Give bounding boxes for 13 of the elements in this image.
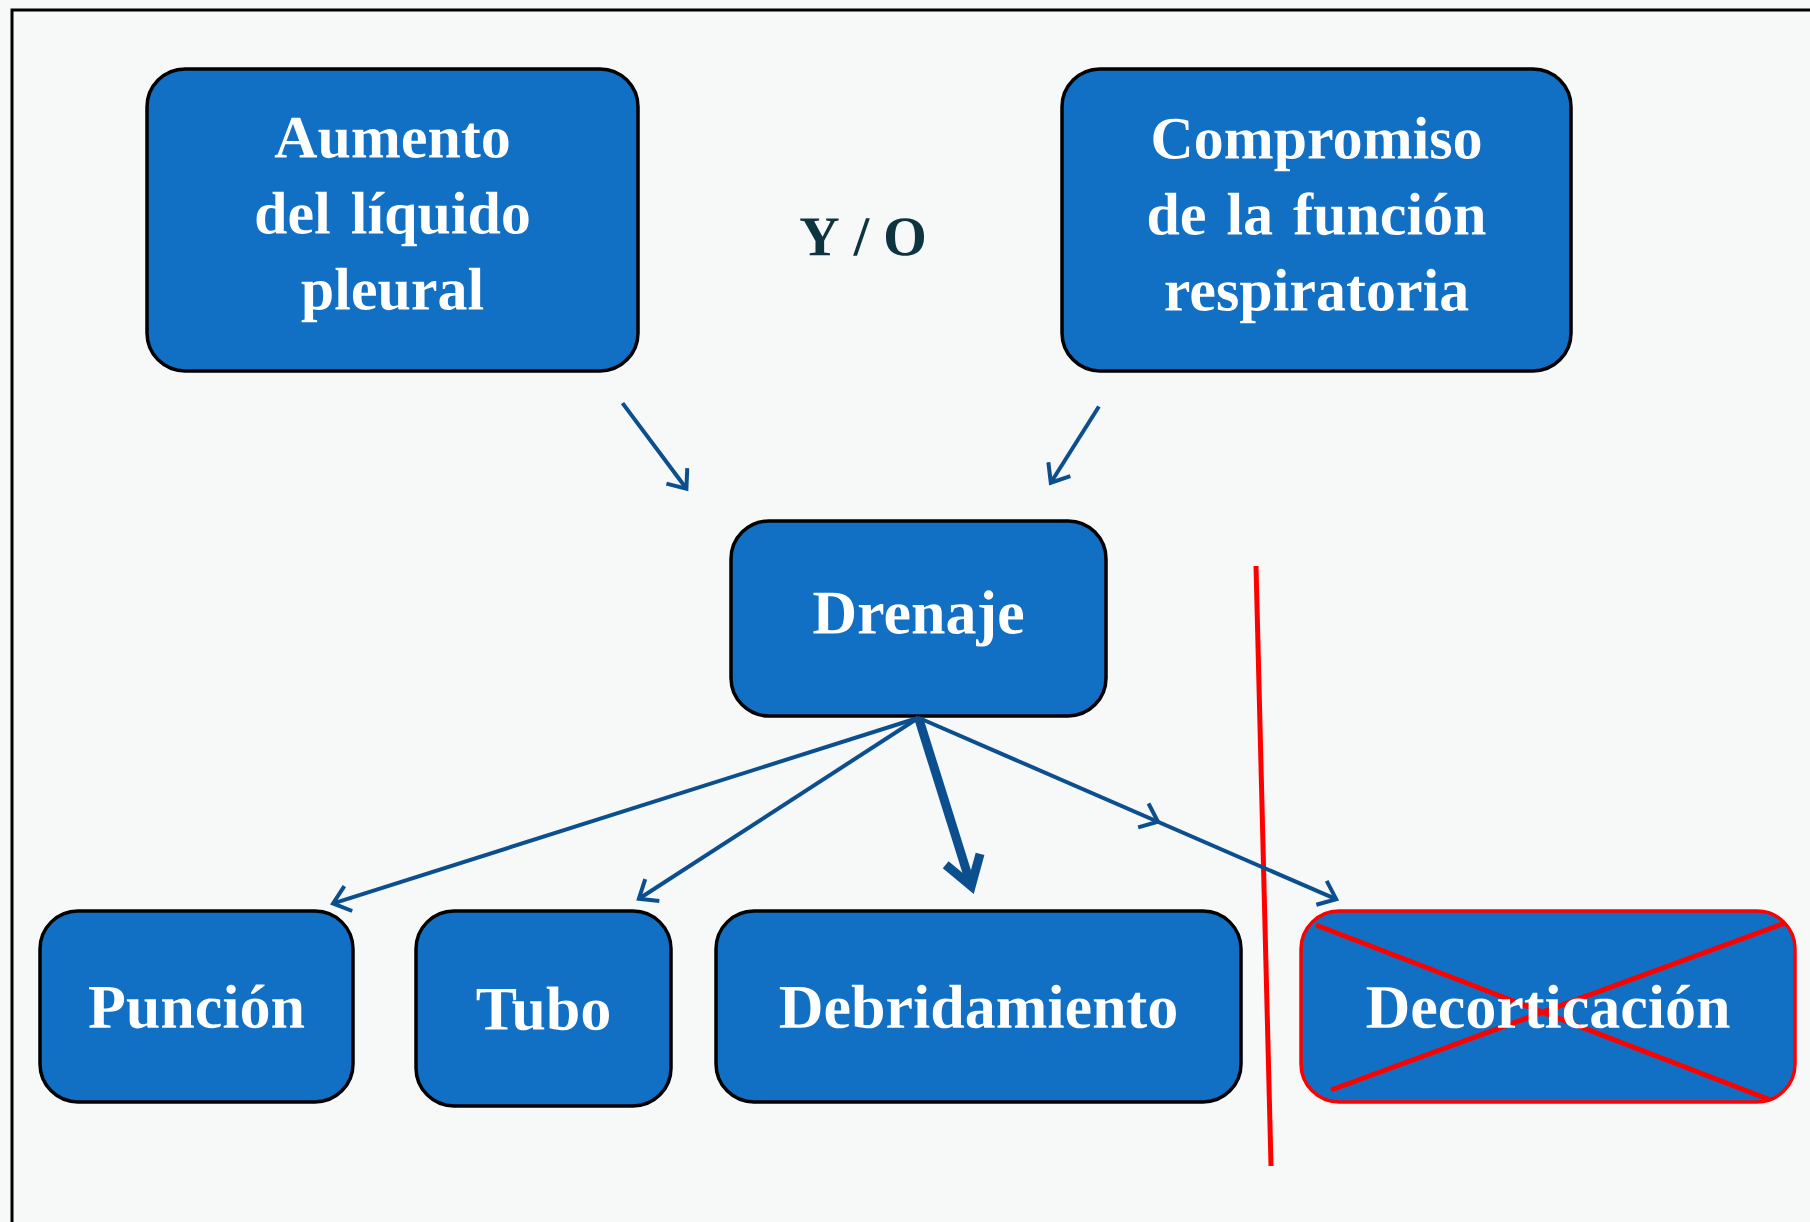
arrow (1046, 405, 1101, 486)
process-box: Punción (38, 909, 355, 1104)
process-box: Debridamiento (714, 909, 1243, 1104)
process-box: Aumento del líquido pleural (145, 67, 640, 373)
arrow (914, 716, 985, 894)
arrow (620, 401, 690, 492)
arrow (636, 716, 920, 903)
process-box: Tubo (414, 909, 673, 1108)
arrow (917, 715, 1340, 907)
process-box: Drenaje (729, 519, 1108, 718)
connector-label: Y / O (800, 218, 925, 256)
process-box: Compromiso de la función respiratoria (1060, 67, 1573, 373)
arrow (330, 715, 920, 913)
